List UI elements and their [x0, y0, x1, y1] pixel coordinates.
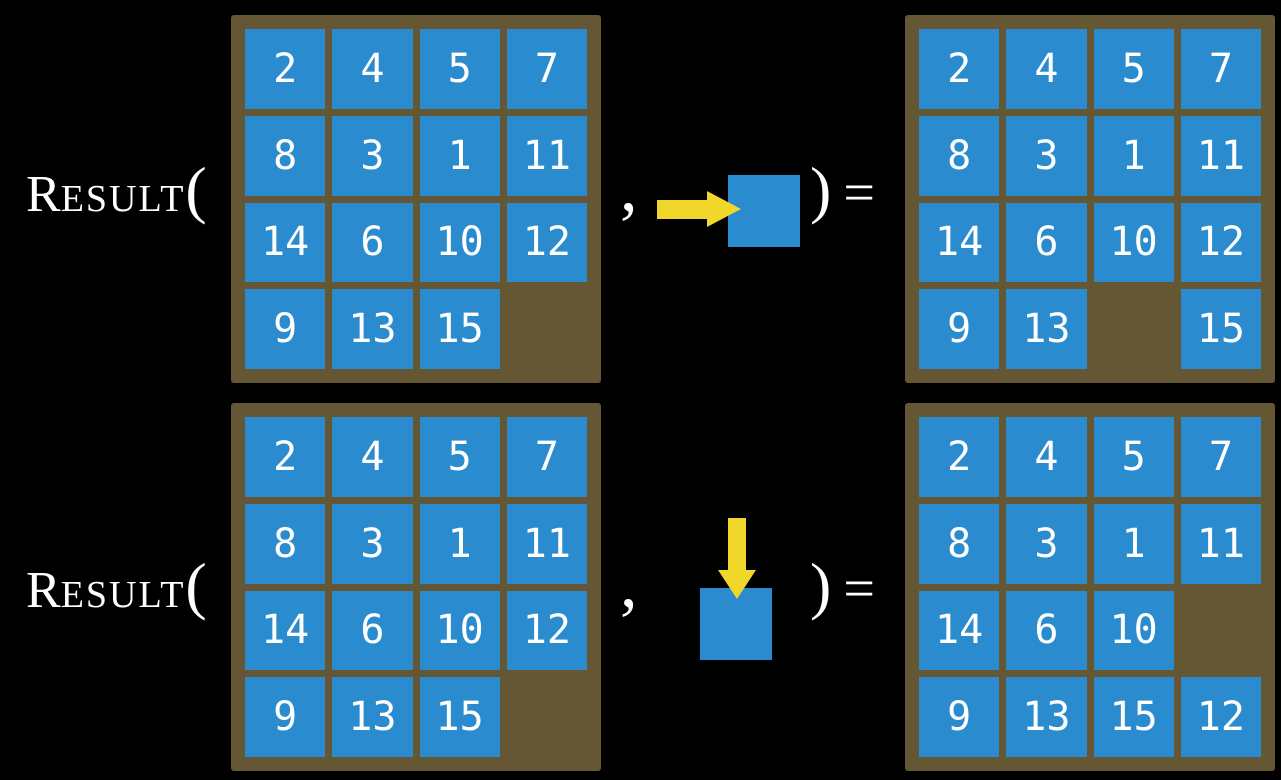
puzzle-tile: 5 — [1093, 417, 1174, 497]
puzzle-tile: 5 — [419, 417, 500, 497]
puzzle-tile: 8 — [245, 503, 326, 584]
puzzle-tile: 7 — [1180, 29, 1261, 109]
empty-cell — [507, 677, 587, 757]
puzzle-tile: 9 — [245, 677, 326, 757]
empty-cell — [1181, 591, 1261, 671]
puzzle-tile: 1 — [1093, 503, 1174, 584]
puzzle-tile: 2 — [919, 417, 1000, 497]
puzzle-tile: 1 — [419, 115, 500, 196]
puzzle-tile: 14 — [919, 202, 1000, 283]
puzzle-tile: 6 — [332, 202, 413, 283]
puzzle-tile: 3 — [332, 115, 413, 196]
function-name-rest: ESULT — [60, 178, 186, 220]
puzzle-tile: 13 — [1006, 677, 1087, 757]
puzzle-tile: 3 — [1006, 503, 1087, 584]
puzzle-tile: 11 — [506, 503, 587, 584]
puzzle-tile: 11 — [1180, 503, 1261, 584]
puzzle-tile: 14 — [245, 590, 326, 671]
puzzle-tile: 15 — [419, 677, 500, 757]
puzzle-tile: 4 — [1006, 417, 1087, 497]
puzzle-tile: 6 — [1006, 202, 1087, 283]
close-paren: ) — [810, 154, 832, 225]
puzzle-tile: 6 — [1006, 590, 1087, 671]
right-arrow-body — [657, 200, 709, 219]
down-arrow-body — [728, 518, 746, 573]
puzzle-tile: 10 — [419, 590, 500, 671]
function-name-initial: R — [26, 166, 61, 223]
puzzle-tile: 1 — [1093, 115, 1174, 196]
argument-comma: , — [620, 149, 638, 226]
puzzle-tile: 15 — [1093, 677, 1174, 757]
puzzle-tile: 5 — [1093, 29, 1174, 109]
puzzle-tile: 12 — [1180, 202, 1261, 283]
open-paren: ( — [185, 154, 207, 225]
puzzle-tile: 3 — [332, 503, 413, 584]
puzzle-tile: 4 — [332, 29, 413, 109]
down-arrow-icon — [718, 518, 756, 599]
puzzle-tile: 2 — [245, 29, 326, 109]
puzzle-tile: 8 — [919, 503, 1000, 584]
puzzle-tile: 12 — [506, 590, 587, 671]
puzzle-tile: 5 — [419, 29, 500, 109]
puzzle-tile: 4 — [1006, 29, 1087, 109]
argument-comma: , — [620, 545, 638, 622]
equals-sign: = — [843, 162, 875, 224]
empty-cell — [507, 289, 587, 369]
puzzle-tile: 10 — [1093, 202, 1174, 283]
puzzle-tile: 12 — [1180, 677, 1261, 757]
puzzle-tile: 15 — [1180, 289, 1261, 369]
puzzle-tile: 14 — [919, 590, 1000, 671]
puzzle-tile: 6 — [332, 590, 413, 671]
function-name-rest: ESULT — [60, 574, 186, 616]
puzzle-tile: 9 — [919, 677, 1000, 757]
puzzle-tile: 8 — [919, 115, 1000, 196]
puzzle-tile: 9 — [245, 289, 326, 369]
puzzle-tile: 11 — [1180, 115, 1261, 196]
puzzle-tile: 7 — [506, 29, 587, 109]
puzzle-tile: 7 — [1180, 417, 1261, 497]
function-name-initial: R — [26, 562, 61, 619]
right-arrow-head — [707, 191, 741, 227]
puzzle-tile: 12 — [506, 202, 587, 283]
puzzle-tile: 13 — [1006, 289, 1087, 369]
right-arrow-icon — [657, 191, 741, 228]
empty-cell — [1094, 289, 1174, 369]
puzzle-tile: 13 — [332, 289, 413, 369]
puzzle-tile: 15 — [419, 289, 500, 369]
close-paren-equals: ) = — [810, 554, 875, 618]
moved-tile-square — [700, 588, 772, 660]
puzzle-tile: 10 — [1093, 590, 1174, 671]
close-paren: ) — [810, 550, 832, 621]
puzzle-tile: 13 — [332, 677, 413, 757]
close-paren-equals: ) = — [810, 158, 875, 222]
equals-sign: = — [843, 558, 875, 620]
puzzle-tile: 4 — [332, 417, 413, 497]
puzzle-tile: 11 — [506, 115, 587, 196]
puzzle-tile: 3 — [1006, 115, 1087, 196]
puzzle-tile: 10 — [419, 202, 500, 283]
puzzle-tile: 8 — [245, 115, 326, 196]
down-arrow-head — [718, 570, 756, 599]
puzzle-tile: 2 — [919, 29, 1000, 109]
puzzle-tile: 14 — [245, 202, 326, 283]
puzzle-tile: 1 — [419, 503, 500, 584]
puzzle-tile: 7 — [506, 417, 587, 497]
puzzle-tile: 2 — [245, 417, 326, 497]
puzzle-tile: 9 — [919, 289, 1000, 369]
open-paren: ( — [185, 550, 207, 621]
